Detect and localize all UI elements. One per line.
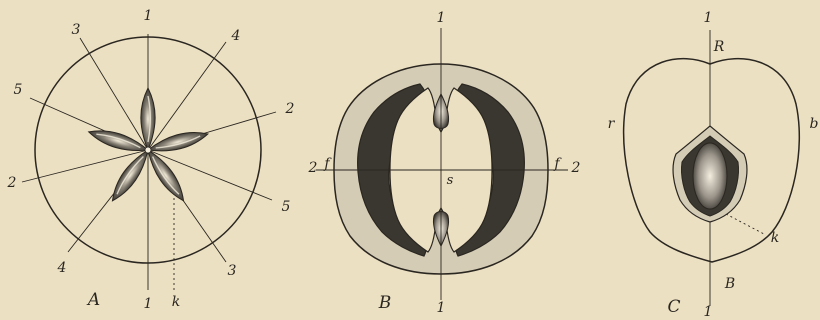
a-label-axis-top: 1 bbox=[144, 8, 153, 24]
c-label-lower-B: B bbox=[724, 276, 735, 292]
a-label-bottom-left: 4 bbox=[57, 260, 67, 276]
a-label-bottom-right: 3 bbox=[228, 263, 237, 279]
figure-a-axes bbox=[22, 34, 276, 292]
c-label-left-r: r bbox=[608, 116, 616, 132]
c-label-axis-top: 1 bbox=[704, 10, 713, 26]
b-label-right-num: 2 bbox=[571, 160, 581, 176]
figure-c-caption: C bbox=[667, 297, 680, 317]
a-label-right-lower: 5 bbox=[282, 199, 291, 215]
b-label-left-num: 2 bbox=[308, 160, 318, 176]
c-label-upper-R: R bbox=[713, 39, 725, 55]
figure-b-caption: B bbox=[378, 293, 392, 313]
figure-a: 1 1 3 4 5 2 2 5 4 3 k A bbox=[7, 8, 295, 312]
figure-b: 1 1 2 f f 2 s B bbox=[308, 10, 581, 316]
a-label-axis-bottom: 1 bbox=[144, 296, 153, 312]
c-label-marker-k: k bbox=[771, 230, 779, 246]
c-label-right-b: b bbox=[810, 116, 819, 132]
b-label-center-s: s bbox=[447, 173, 454, 188]
a-label-left-upper: 5 bbox=[14, 82, 23, 98]
figure-c: 1 1 R B r b k C bbox=[608, 10, 819, 320]
figure-a-caption: A bbox=[86, 290, 100, 310]
b-label-axis-top: 1 bbox=[437, 10, 446, 26]
a-label-left-lower: 2 bbox=[7, 175, 17, 191]
a-label-marker-k: k bbox=[172, 294, 180, 310]
c-label-axis-bottom: 1 bbox=[704, 304, 713, 320]
b-label-axis-bottom: 1 bbox=[437, 300, 446, 316]
a-label-top-right: 4 bbox=[231, 28, 241, 44]
a-label-right-upper: 2 bbox=[285, 101, 295, 117]
a-label-top-left: 3 bbox=[72, 22, 81, 38]
figure-c-seed bbox=[693, 143, 727, 209]
